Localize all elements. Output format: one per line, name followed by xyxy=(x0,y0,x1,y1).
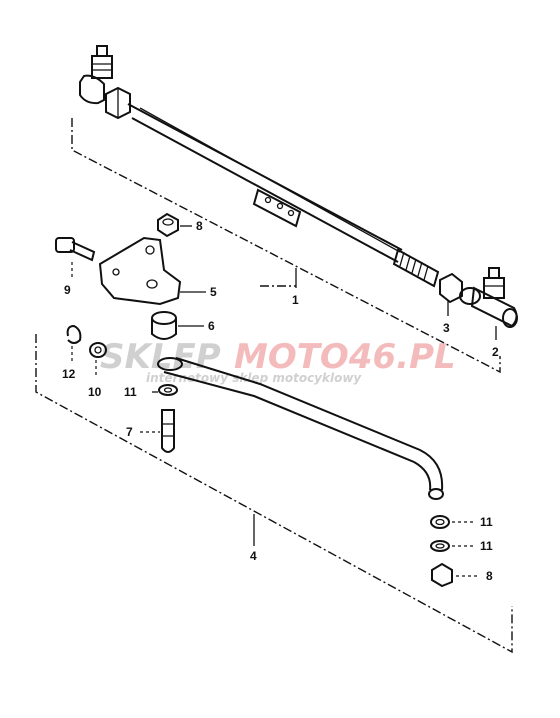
reference-frames xyxy=(35,118,513,654)
part-labels: 8 9 5 1 3 2 6 12 10 11 7 4 11 11 8 xyxy=(62,219,499,583)
label-7: 7 xyxy=(126,425,133,439)
leader-lines xyxy=(71,225,497,577)
watermark-brand-prefix: SKLEP xyxy=(100,337,221,377)
label-1: 1 xyxy=(292,293,299,307)
part-6-bush xyxy=(151,311,177,340)
part-7-bolt xyxy=(161,409,175,453)
label-8b: 8 xyxy=(486,569,493,583)
part-8-nut-top xyxy=(157,212,179,238)
part-4-drag-link xyxy=(157,357,444,500)
label-11b: 11 xyxy=(480,515,493,529)
part-11-washer-right-b xyxy=(430,540,450,552)
label-11a: 11 xyxy=(124,385,137,399)
part-9-bolt xyxy=(55,237,96,262)
part-12-clip xyxy=(66,324,82,344)
label-5: 5 xyxy=(210,285,217,299)
part-10-washer xyxy=(89,342,107,358)
part-2-tie-rod-end xyxy=(459,267,518,328)
label-11c: 11 xyxy=(480,539,493,553)
label-2: 2 xyxy=(492,345,499,359)
label-12: 12 xyxy=(62,367,76,381)
part-5-bracket xyxy=(98,236,182,306)
watermark-brand-suffix: MOTO46.PL xyxy=(234,337,456,377)
label-10: 10 xyxy=(88,385,102,399)
part-11-washer-right-a xyxy=(430,515,450,529)
part-11-washer-left xyxy=(158,384,178,396)
label-9: 9 xyxy=(64,283,71,297)
label-3: 3 xyxy=(443,321,450,335)
watermark: SKLEP MOTO46.PL internetowy sklep motocy… xyxy=(100,337,456,385)
part-3-locknut xyxy=(439,272,463,304)
label-8a: 8 xyxy=(196,219,203,233)
tie-rod-assembly xyxy=(79,45,440,288)
label-4: 4 xyxy=(250,549,257,563)
part-8-nut-bottom xyxy=(431,562,453,588)
label-6: 6 xyxy=(208,319,215,333)
